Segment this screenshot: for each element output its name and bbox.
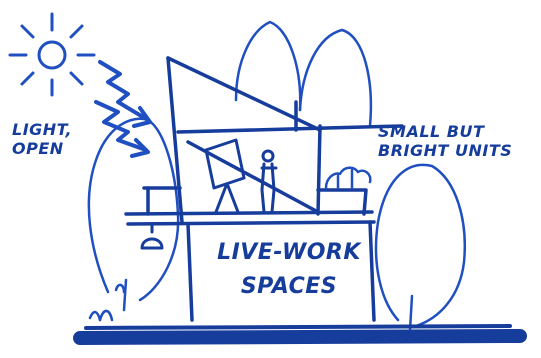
tree-icon <box>236 22 371 126</box>
tree-icon <box>376 165 465 330</box>
light-open-annotation: LIGHT, OPEN <box>12 120 72 158</box>
pendant-lamp-icon <box>142 224 162 248</box>
ground-line <box>80 326 520 338</box>
sun-icon <box>10 14 94 95</box>
annotation-line: LIVE-WORK <box>214 240 364 266</box>
plant-pot-icon <box>326 168 370 188</box>
live-work-spaces-annotation: LIVE-WORK SPACES <box>214 240 364 300</box>
annotation-line: SPACES <box>214 274 364 300</box>
small-bright-units-annotation: SMALL BUT BRIGHT UNITS <box>378 122 512 160</box>
easel-icon <box>206 140 244 212</box>
person-icon <box>262 151 276 212</box>
annotation-line: LIGHT, <box>12 120 72 139</box>
annotation-line: OPEN <box>12 139 72 158</box>
annotation-line: SMALL BUT <box>378 122 512 141</box>
annotation-line: BRIGHT UNITS <box>378 141 512 160</box>
